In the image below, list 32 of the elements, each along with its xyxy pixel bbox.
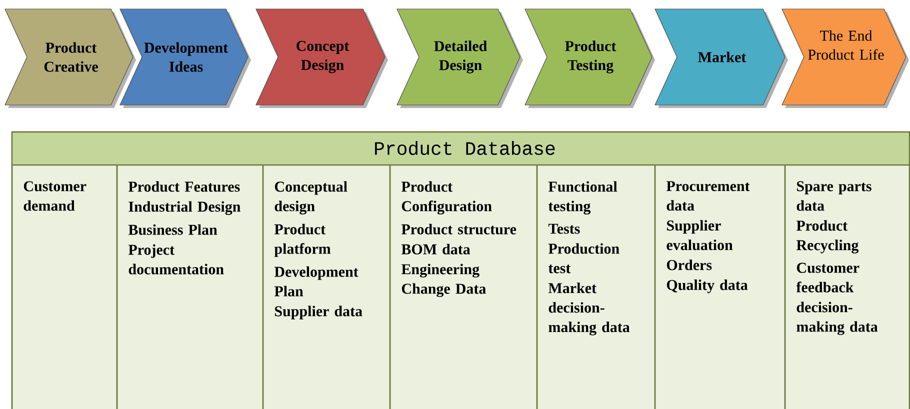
list-item: Project documentation	[128, 244, 224, 274]
list-item: Product Recycling	[796, 220, 859, 254]
process-step: Concept Design	[256, 8, 388, 108]
list-item: Industrial Design	[128, 201, 240, 215]
list-item: Orders	[666, 260, 712, 270]
list-item: Supplier evaluation	[666, 220, 733, 250]
list-item: Functional testing	[548, 181, 618, 214]
list-item: Spare parts data	[796, 181, 872, 211]
list-item: Business Plan	[128, 224, 218, 235]
table-column	[784, 165, 910, 409]
list-item: Conceptual design	[274, 181, 348, 214]
list-item: Market decision-making data	[548, 282, 630, 336]
process-step: The End Product Life	[782, 8, 909, 108]
process-step: Product Testing	[524, 8, 655, 108]
list-item: Production test	[548, 243, 620, 274]
list-item: Supplier data	[275, 306, 362, 320]
list-item: Engineering Change Data	[401, 264, 486, 297]
list-item: Product platform	[274, 224, 331, 257]
list-item: Customer demand	[24, 181, 86, 211]
list-item: BOM data	[401, 244, 470, 254]
list-item: Development Plan	[274, 266, 358, 296]
process-step: Detailed Design	[396, 8, 523, 108]
list-item: Product Features	[128, 181, 240, 192]
list-item: Procurement data	[666, 181, 750, 211]
list-item: Product Configuration	[401, 181, 492, 214]
list-item: Tests	[548, 224, 580, 234]
list-item: decision-making data	[796, 302, 878, 335]
process-step: Market	[654, 8, 788, 108]
list-item: Quality data	[666, 280, 748, 294]
list-item: Product structure	[401, 224, 516, 234]
process-step: Development Ideas	[120, 8, 251, 108]
process-step: Product Creative	[4, 8, 136, 108]
